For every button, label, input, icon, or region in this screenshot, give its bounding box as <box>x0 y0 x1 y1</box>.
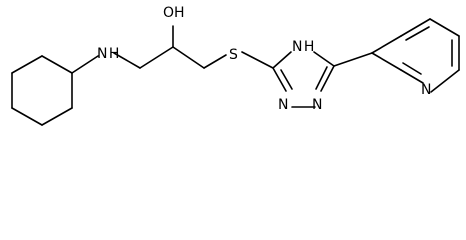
propanol-chain <box>113 25 274 69</box>
cyclohexane-bond-3 <box>41 107 73 126</box>
thioether-s-label: S <box>229 47 238 63</box>
structure-canvas: N H OH S N H N N N <box>11 5 460 126</box>
cyclohexyl-nh-bond <box>71 55 99 74</box>
pyridine-n-label: N <box>421 82 431 98</box>
pyridine-c4-c3b-bond <box>400 18 431 37</box>
cyclohexane-ring <box>11 55 73 126</box>
hydroxyl-oh-label: OH <box>163 5 185 21</box>
triazole-pyridine-bond <box>333 52 373 67</box>
triazole-c3-n4-bond <box>272 51 292 69</box>
cyclohexane-bond-4 <box>11 107 43 126</box>
s-triazole-bond <box>241 51 274 69</box>
pyridine-c3b-c3-bond <box>371 35 402 54</box>
amine-nh-label: N H <box>97 46 119 62</box>
triazole-ring <box>272 51 335 108</box>
triazole-n1-label: N <box>312 97 322 113</box>
pyridine-n1-c6-bond <box>430 69 460 93</box>
pyridine-c2-n1-double-bond <box>402 62 422 75</box>
cyclohexane-bond-6 <box>11 55 43 74</box>
pyridine-c4-c3b-double-bond <box>405 26 430 41</box>
triazole-c5-n1-bond <box>320 65 335 92</box>
pyridine-ring <box>371 18 460 93</box>
ch2-choh-bond <box>139 46 174 69</box>
ch2-s-bond <box>203 54 227 69</box>
triazole-nh-label: N H <box>292 39 314 55</box>
triazole-n4-c5-bond <box>313 51 335 67</box>
nh-ch2-bond <box>113 52 141 69</box>
triazole-n2-c3-double-bond <box>280 69 293 90</box>
pyridine-c3-c2-bond <box>371 52 402 71</box>
triazole-n2-label: N <box>278 97 288 113</box>
pyridine-c5-c4-bond <box>429 18 460 37</box>
triazole-c5-n1-double-bond <box>315 66 328 90</box>
triazole-n2-c3-bond <box>272 67 287 92</box>
chemical-structure-diagram: N H OH S N H N N N <box>11 5 460 126</box>
choh-ch2s-bond <box>172 46 205 69</box>
pyridine-c2-n1-bond <box>400 69 424 84</box>
cyclohexane-bond-1 <box>41 55 73 74</box>
